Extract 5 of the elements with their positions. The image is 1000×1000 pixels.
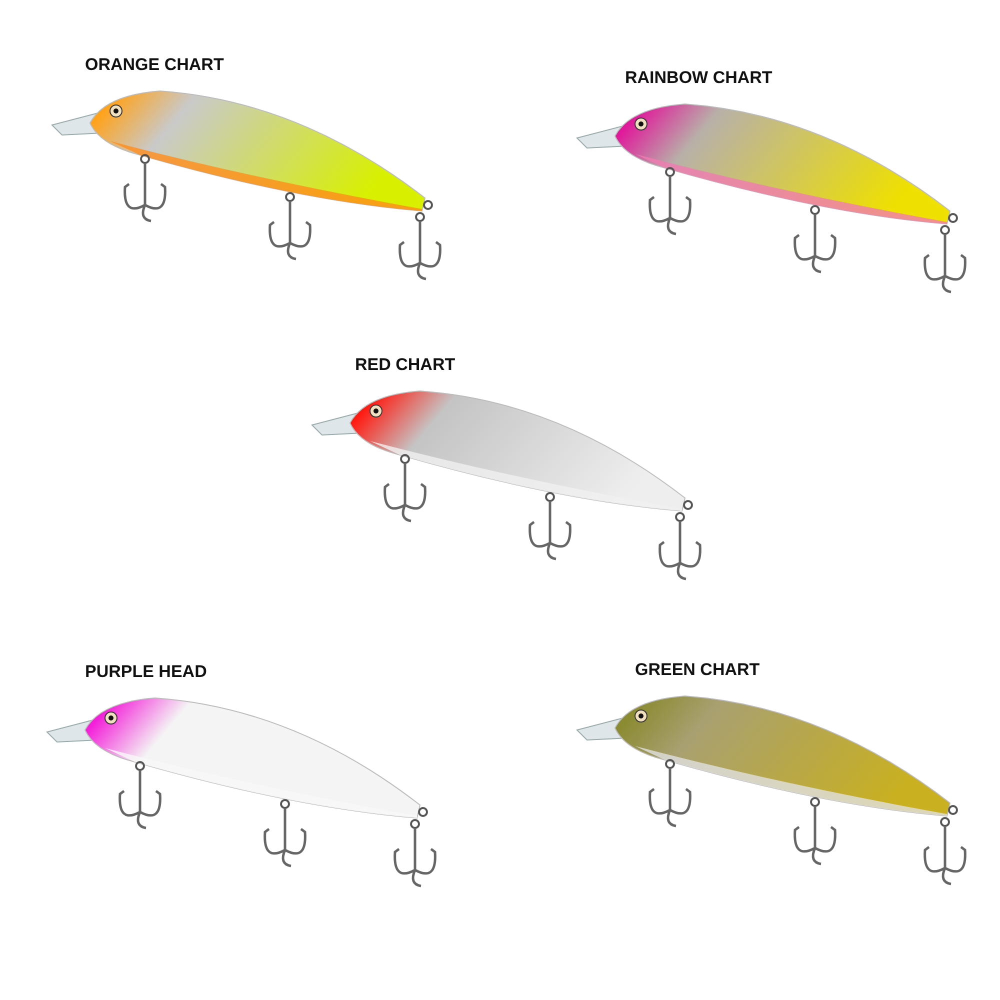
color-name: GREEN CHART — [635, 660, 760, 680]
color-name: RAINBOW CHART — [625, 68, 772, 88]
color-name: RED CHART — [355, 355, 456, 375]
color-name: ORANGE CHART — [85, 55, 224, 75]
color-name: PURPLE HEAD — [85, 662, 207, 682]
